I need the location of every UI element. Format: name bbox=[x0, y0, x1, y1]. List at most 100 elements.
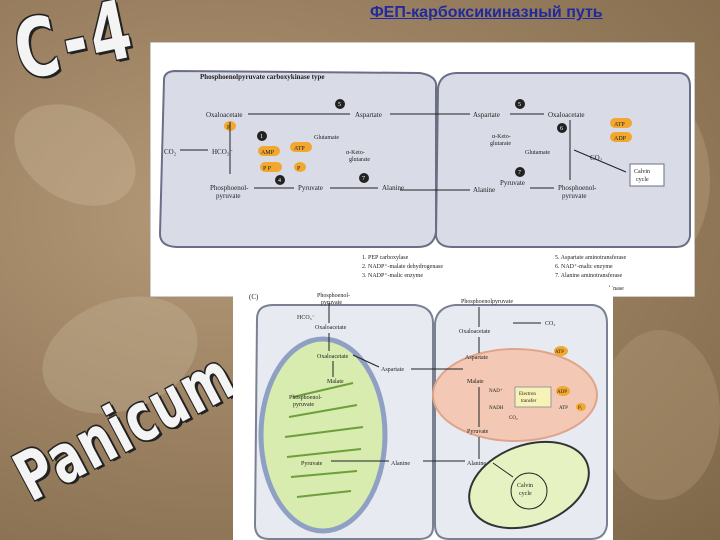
step-5-marker bbox=[335, 99, 345, 109]
step-7-label: 7 bbox=[362, 176, 365, 182]
label-calvin-line2: cycle bbox=[636, 177, 649, 183]
adp-badge-right-label: ADP bbox=[614, 136, 627, 142]
label-pep-right: Phosphoenol-pyruvate bbox=[558, 184, 597, 200]
step-7-marker bbox=[359, 173, 369, 183]
label-aspartate: Aspartate bbox=[381, 367, 404, 373]
step-5-right-marker bbox=[515, 99, 525, 109]
step-4-label: 4 bbox=[278, 178, 281, 184]
label-pep-top-line2: pyruvate bbox=[321, 300, 342, 306]
step-5-right-label: 5 bbox=[518, 102, 521, 108]
label-pep-chloro: Phosphoenol-pyruvate bbox=[289, 395, 322, 408]
label-pep-right: Phosphoenolpyruvate bbox=[461, 299, 513, 305]
amp-badge-label: AMP bbox=[261, 150, 275, 156]
label-alanine-right: Alanine bbox=[467, 461, 486, 467]
step-7-right-marker bbox=[515, 167, 525, 177]
amp-badge bbox=[258, 146, 280, 156]
label-ketoglutarate: α-Keto-glutarate bbox=[346, 150, 370, 163]
label-atp2: ATP bbox=[559, 406, 568, 411]
pp-badge bbox=[260, 162, 282, 172]
label-oaa-chloro: Oxaloacetate bbox=[317, 354, 349, 360]
label-electron-line2: transfer bbox=[521, 399, 537, 404]
calvin-cycle-box bbox=[629, 163, 665, 187]
label-co2-mito: CO₂ bbox=[509, 416, 518, 421]
label-aspartate-right: Aspartate bbox=[473, 111, 500, 119]
label-pyruvate: Pyruvate bbox=[301, 461, 323, 467]
label-pyruvate: Pyruvate bbox=[298, 184, 323, 192]
label-nadh: NADH bbox=[489, 406, 504, 411]
label-oaa-right: Oxaloacetate bbox=[459, 329, 491, 335]
step-4-marker bbox=[275, 175, 285, 185]
label-ketoglutarate-right: α-Keto-glutarate bbox=[490, 134, 511, 147]
label-calvin-line1: Calvin bbox=[634, 169, 650, 175]
label-calvin-cycle: Calvin cycle bbox=[634, 169, 650, 183]
label-alanine: Alanine bbox=[382, 184, 404, 192]
label-pyruvate-right: Pyruvate bbox=[500, 179, 525, 187]
label-pep-right-line1: Phosphoenol- bbox=[558, 184, 597, 192]
label-aspartate: Aspartate bbox=[355, 111, 382, 119]
background-leaf bbox=[0, 83, 154, 227]
label-alanine-right: Alanine bbox=[473, 186, 495, 194]
step-1-label: 1 bbox=[260, 134, 263, 140]
label-ketoglutarate-right-line1: α-Keto- bbox=[492, 134, 511, 140]
pi-badge-label: P bbox=[227, 125, 231, 131]
chloroplast-left bbox=[258, 336, 388, 534]
label-co2: CO₂ bbox=[545, 321, 555, 327]
adp-badge-label: ADP bbox=[557, 390, 567, 395]
step-6-marker bbox=[557, 123, 567, 133]
arrow bbox=[352, 354, 380, 368]
panel-label: (C) bbox=[249, 293, 259, 301]
label-oxaloacetate: Oxaloacetate bbox=[206, 111, 243, 119]
label-electron-transfer: Electron transfer bbox=[519, 392, 537, 404]
label-calvin-line2: cycle bbox=[519, 491, 532, 497]
label-electron-line1: Electron bbox=[519, 392, 536, 397]
legend-item-2: 2. NADP⁺-malate dehydrogenase bbox=[362, 263, 443, 270]
bundle-sheath-cell bbox=[434, 72, 691, 248]
label-co2-right: CO₂ bbox=[590, 154, 603, 162]
legend-item-6: 6. NAD⁺-malic enzyme bbox=[555, 263, 613, 270]
label-pep-line1: Phosphoenol- bbox=[210, 184, 249, 192]
label-pep-top: Phosphoenol-pyruvate bbox=[317, 293, 350, 306]
mesophyll-cell bbox=[158, 69, 438, 248]
legend-item-7: 7. Alanine aminotransferase bbox=[555, 272, 622, 279]
label-ketoglutarate-line1: α-Keto- bbox=[346, 150, 365, 156]
label-pep-right-line2: pyruvate bbox=[562, 192, 587, 200]
atp-badge-label: ATP bbox=[555, 350, 564, 355]
label-ketoglutarate-line2: glutarate bbox=[349, 157, 370, 163]
label-pep-top-line1: Phosphoenol- bbox=[317, 293, 350, 299]
label-co2: CO₂ bbox=[164, 148, 177, 156]
step-5-label: 5 bbox=[338, 102, 341, 108]
label-calvin-cycle: Calvin cycle bbox=[517, 483, 533, 497]
wordart-c4: C-4 bbox=[6, 0, 144, 100]
label-hco3: HCO₃⁻ bbox=[297, 315, 315, 321]
legend-item-3: 3. NADP⁺-malic enzyme bbox=[362, 272, 423, 279]
step-7-right-label: 7 bbox=[518, 170, 521, 176]
label-calvin-line1: Calvin bbox=[517, 483, 533, 489]
adp-badge-right bbox=[610, 132, 632, 142]
label-oxaloacetate-right: Oxaloacetate bbox=[548, 111, 585, 119]
label-hco3: HCO₃⁻ bbox=[212, 148, 233, 156]
arrow bbox=[492, 462, 514, 478]
pi-badge-2 bbox=[294, 162, 306, 172]
calvin-cycle-ring bbox=[510, 472, 548, 510]
background-leaf bbox=[600, 330, 720, 500]
pi-badge-2-label: P bbox=[297, 166, 301, 172]
label-pep-chloro-line2: pyruvate bbox=[293, 402, 314, 408]
label-alanine: Alanine bbox=[391, 461, 410, 467]
pepck-pathway-diagram: Phosphoenolpyruvate carboxykinase type O… bbox=[150, 42, 695, 297]
step-1-marker bbox=[257, 131, 267, 141]
label-malate: Malate bbox=[327, 379, 344, 385]
label-aspartate-right: Aspartate bbox=[465, 355, 488, 361]
label-ketoglutarate-right-line2: glutarate bbox=[490, 141, 511, 147]
compartment-diagram: (C) Phosphoenol-pyruvate HCO₃⁻ Oxaloacet… bbox=[233, 287, 613, 540]
legend-item-1: 1. PEP carboxylase bbox=[362, 255, 409, 261]
label-oaa-top: Oxaloacetate bbox=[315, 325, 347, 331]
step-6-label: 6 bbox=[560, 126, 563, 132]
atp-badge bbox=[554, 346, 568, 356]
pp-badge-label: P P bbox=[263, 166, 272, 172]
arrow bbox=[573, 149, 627, 173]
adp-badge bbox=[556, 386, 570, 396]
label-pep-line2: pyruvate bbox=[216, 192, 241, 200]
thylakoid-stacks bbox=[284, 382, 364, 498]
pi-badge bbox=[576, 403, 586, 411]
atp-badge-label: ATP bbox=[294, 146, 305, 152]
